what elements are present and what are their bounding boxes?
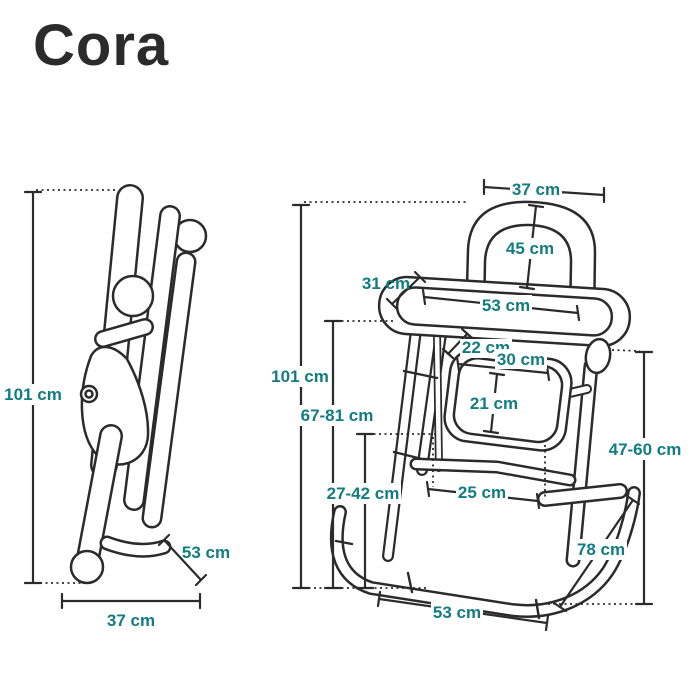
side-adjust-knob bbox=[584, 337, 612, 375]
dim-seat-width: 30 cm bbox=[455, 349, 551, 382]
dim-seat-width-label: 30 cm bbox=[497, 350, 545, 369]
folded-dimensions: 101 cm 53 cm 37 cm bbox=[4, 189, 230, 630]
dim-footrest-width-label: 25 cm bbox=[458, 483, 506, 502]
dim-backrest-height: 45 cm bbox=[504, 203, 556, 291]
dim-backrest-width-label: 37 cm bbox=[512, 180, 560, 199]
dim-footrest-height-range-label: 27-42 cm bbox=[327, 484, 400, 503]
dim-backrest-width: 37 cm bbox=[482, 178, 606, 204]
open-dimensions: 37 cm 45 cm 31 cm 53 cm bbox=[271, 178, 684, 632]
dim-tray-height-range: 67-81 cm bbox=[299, 319, 396, 590]
base-joint-mark bbox=[406, 571, 414, 594]
folded-hub-knob bbox=[111, 274, 155, 318]
leg-rung bbox=[402, 369, 439, 380]
dim-folded-height-label: 101 cm bbox=[4, 385, 62, 404]
dim-base-width-label: 53 cm bbox=[433, 603, 481, 622]
dim-tray-depth-label: 31 cm bbox=[362, 274, 410, 293]
dim-footrest-height-range: 27-42 cm bbox=[325, 432, 438, 590]
dim-folded-depth: 53 cm bbox=[157, 533, 230, 587]
folded-seat-outline bbox=[80, 345, 150, 466]
dim-footrest-width: 25 cm bbox=[425, 437, 546, 510]
dim-seat-height-range-label: 47-60 cm bbox=[609, 440, 682, 459]
base-joint-mark bbox=[534, 598, 541, 620]
dim-tray-width: 53 cm bbox=[421, 288, 581, 322]
dim-folded-height: 101 cm bbox=[4, 189, 116, 585]
dim-overall-height: 101 cm bbox=[271, 201, 466, 590]
dim-folded-width: 37 cm bbox=[60, 592, 202, 630]
dim-seat-height-range: 47-60 cm bbox=[548, 349, 684, 606]
dim-overall-height-label: 101 cm bbox=[271, 367, 329, 386]
dim-folded-depth-label: 53 cm bbox=[182, 543, 230, 562]
dim-base-width: 53 cm bbox=[376, 590, 550, 632]
dim-tray-height-range-label: 67-81 cm bbox=[301, 406, 374, 425]
dim-base-depth-label: 78 cm bbox=[577, 540, 625, 559]
dim-seat-depth: 21 cm bbox=[468, 371, 520, 435]
folded-foot-wheel bbox=[69, 549, 105, 585]
folded-pivot bbox=[79, 384, 99, 404]
base-joint-mark bbox=[334, 539, 354, 546]
dim-base-depth: 78 cm bbox=[552, 494, 641, 613]
dim-tray-depth: 31 cm bbox=[362, 270, 427, 311]
dim-tray-width-label: 53 cm bbox=[482, 296, 530, 315]
backrest-inner-line bbox=[482, 223, 573, 319]
folded-chair-illustration bbox=[69, 184, 208, 585]
dim-folded-width-label: 37 cm bbox=[107, 611, 155, 630]
page-title: Cora bbox=[33, 13, 170, 78]
dim-seat-depth-label: 21 cm bbox=[470, 394, 518, 413]
dim-backrest-height-label: 45 cm bbox=[506, 239, 554, 258]
